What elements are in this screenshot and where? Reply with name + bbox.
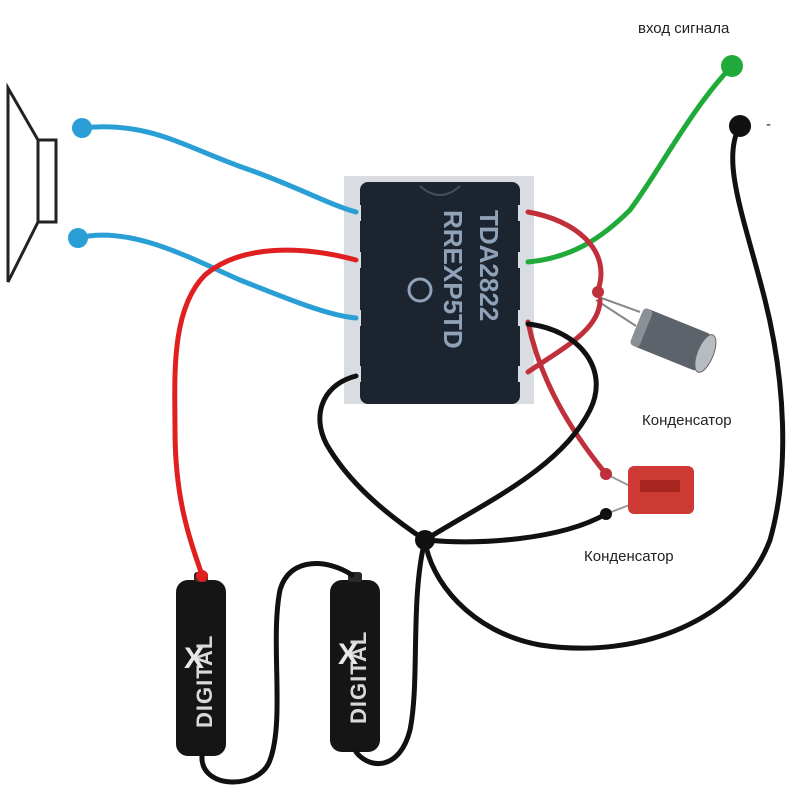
film-capacitor-label: Конденсатор [584, 548, 674, 565]
chip-tda2822: TDA2822 RREXP5TD [344, 176, 534, 404]
chip-marking-1: TDA2822 [474, 210, 504, 321]
battery-2-brand: DIGITAL [346, 631, 371, 724]
power-positive-wire [172, 247, 359, 578]
battery-1-brand: DIGITAL [192, 635, 217, 728]
battery-positive-node [196, 570, 208, 582]
battery-link-wire [199, 561, 355, 785]
battery-2: DIGITAL X [330, 572, 380, 752]
signal-ground-terminal [729, 115, 751, 137]
ground-wire-battery [353, 537, 428, 767]
filmcap-ground-node [600, 508, 612, 520]
chip-marking-2: RREXP5TD [438, 210, 468, 349]
speaker [6, 82, 58, 283]
electrolytic-capacitor [595, 295, 717, 373]
battery-1-logo-icon: X [184, 642, 204, 675]
electrolytic-capacitor-label: Конденсатор [642, 412, 732, 429]
film-capacitor [605, 466, 694, 515]
ground-wire-signal [422, 123, 786, 651]
ground-wire-pin4 [317, 373, 428, 543]
terminals [68, 55, 751, 582]
signal-input-terminal [721, 55, 743, 77]
filmcap-signal-node [600, 468, 612, 480]
speaker-terminal-1 [72, 118, 92, 138]
capacitor-link-wire-1 [525, 209, 604, 293]
chip-logo-icon [407, 277, 433, 303]
battery-1: DIGITAL X [176, 572, 226, 756]
ground-wire-pin5 [422, 321, 599, 543]
speaker-wire-1 [79, 124, 359, 215]
speaker-wire-2 [75, 232, 359, 321]
capacitor-link-wire-3 [525, 319, 609, 477]
ground-junction [415, 530, 435, 550]
signal-input-label: вход сигнала [638, 20, 730, 37]
speaker-terminal-2 [68, 228, 88, 248]
electrolytic-node [592, 286, 604, 298]
signal-wire [525, 63, 735, 265]
battery-2-logo-icon: X [338, 638, 358, 671]
minus-label: - [766, 116, 771, 133]
ground-wire-filmcap [422, 511, 609, 545]
